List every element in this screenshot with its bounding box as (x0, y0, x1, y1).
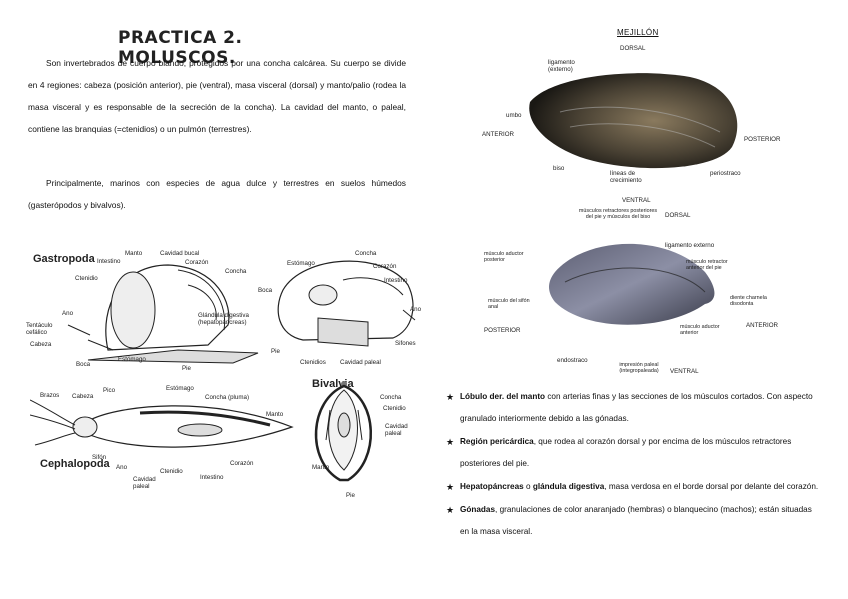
mussel-anatomy-list: ★ Lóbulo der. del manto con arterias fin… (446, 386, 822, 544)
gastro-label-ctenidio: Ctenidio (75, 275, 98, 282)
gastro-label-intestino: Intestino (97, 258, 120, 265)
bottom-label-ligamento: ligamento externo (665, 242, 714, 249)
bottom-label-anterior: ANTERIOR (746, 322, 778, 329)
side-label-intestino: Intestino (384, 277, 407, 284)
list-item: ★ Hepatopáncreas o glándula digestiva, m… (446, 476, 822, 498)
cephalopoda-title: Cephalopoda (40, 458, 110, 470)
bivalvia-label-cavidad: Cavidad paleal (385, 423, 413, 437)
bullet-term: Gónadas (460, 505, 495, 514)
gastro-label-pie: Pie (182, 365, 191, 372)
side-label-cavidad: Cavidad paleal (340, 359, 381, 366)
mussel-shell-photo (520, 62, 745, 182)
bottom-label-aductor-post: músculo aductor posterior (484, 251, 532, 263)
top-label-biso: biso (553, 165, 564, 172)
top-label-ligamento: ligamento (externo) (548, 59, 598, 73)
top-label-lineas: líneas de crecimiento (610, 170, 660, 184)
ceph-label-brazos: Brazos (40, 392, 59, 399)
bullet-term: Hepatopáncreas (460, 482, 524, 491)
bullet-text: o (524, 482, 533, 491)
gastro-label-estomago: Estómago (118, 356, 146, 363)
ceph-label-cabeza: Cabeza (72, 393, 93, 400)
top-label-anterior: ANTERIOR (482, 131, 514, 138)
top-label-umbo: umbo (506, 112, 521, 119)
side-label-ano: Ano (410, 306, 421, 313)
top-label-dorsal: DORSAL (620, 45, 645, 52)
bivalvia-label-pie: Pie (346, 492, 355, 499)
list-item: ★ Lóbulo der. del manto con arterias fin… (446, 386, 822, 430)
mussel-title: MEJILLÓN (617, 28, 659, 37)
habitat-paragraph: Principalmente, marinos con especies de … (28, 172, 406, 216)
bullet-term: Región pericárdica (460, 437, 534, 446)
gastro-label-boca: Boca (76, 361, 90, 368)
intro-text: Son invertebrados de cuerpo blando, prot… (28, 58, 406, 134)
top-label-posterior: POSTERIOR (744, 136, 780, 143)
habitat-text: Principalmente, marinos con especies de … (28, 178, 406, 210)
bottom-label-impresion: impresión paleal (integropaleada) (610, 362, 668, 374)
ceph-label-corazon: Corazón (230, 460, 253, 467)
ceph-label-cavidad: Cavidad paleal (133, 476, 173, 490)
side-label-concha: Concha (355, 250, 376, 257)
side-label-sifones: Sifones (395, 340, 416, 347)
top-label-ventral: VENTRAL (622, 197, 651, 204)
bottom-label-diente: diente charnela disodonta (730, 295, 782, 307)
list-item: ★ Gónadas, granulaciones de color anaran… (446, 499, 822, 543)
ceph-label-ano: Ano (116, 464, 127, 471)
ceph-label-concha: Concha (pluma) (205, 394, 249, 401)
bullet-text: , granulaciones de color anaranjado (hem… (460, 505, 812, 536)
top-label-periostraco: periostraco (710, 170, 741, 177)
ceph-label-ctenidio: Ctenidio (160, 468, 183, 475)
bottom-label-endostraco: endostraco (557, 357, 588, 364)
side-label-ctenidios: Ctenidios (300, 359, 326, 366)
ceph-label-estomago: Estómago (166, 385, 194, 392)
gastro-label-cabeza: Cabeza (30, 341, 51, 348)
side-label-corazon: Corazón (373, 263, 396, 270)
side-label-pie: Pie (271, 348, 280, 355)
gastro-label-ano: Ano (62, 310, 73, 317)
bottom-label-retractores: músculos retractores posteriores del pie… (578, 208, 658, 220)
ceph-label-intestino: Intestino (200, 474, 223, 481)
gastro-label-cavidad: Cavidad bucal (160, 250, 199, 257)
side-label-estomago: Estómago (287, 260, 315, 267)
bottom-label-ventral: VENTRAL (670, 368, 699, 375)
bullet-term: Lóbulo der. del manto (460, 392, 545, 401)
bottom-label-dorsal: DORSAL (665, 212, 690, 219)
gastro-label-manto: Manto (125, 250, 142, 257)
bivalvia-label-manto: Manto (312, 464, 329, 471)
side-label-boca: Boca (258, 287, 272, 294)
ceph-label-manto: Manto (266, 411, 283, 418)
star-icon: ★ (446, 499, 454, 521)
gastro-label-concha: Concha (225, 268, 246, 275)
bivalve-side-diagram (263, 250, 423, 365)
gastro-label-tentaculo: Tentáculo cefálico (26, 322, 56, 336)
bottom-label-retractor-ant: músculo retractor anterior del pie (686, 259, 746, 271)
star-icon: ★ (446, 431, 454, 453)
bivalvia-label-concha: Concha (380, 394, 401, 401)
bottom-label-aductor-ant: músculo aductor anterior (680, 324, 730, 336)
bottom-label-posterior: POSTERIOR (484, 327, 520, 334)
star-icon: ★ (446, 476, 454, 498)
gastro-label-corazon: Corazón (185, 259, 208, 266)
bivalvia-label-ctenidio: Ctenidio (383, 405, 406, 412)
intro-paragraph: Son invertebrados de cuerpo blando, prot… (28, 52, 406, 140)
star-icon: ★ (446, 386, 454, 408)
bullet-text: , masa verdosa en el borde dorsal por de… (604, 482, 818, 491)
ceph-label-pico: Pico (103, 387, 115, 394)
bottom-label-sifon: músculo del sifón anal (488, 298, 530, 310)
bullet-term: glándula digestiva (533, 482, 604, 491)
list-item: ★ Región pericárdica, que rodea al coraz… (446, 431, 822, 475)
